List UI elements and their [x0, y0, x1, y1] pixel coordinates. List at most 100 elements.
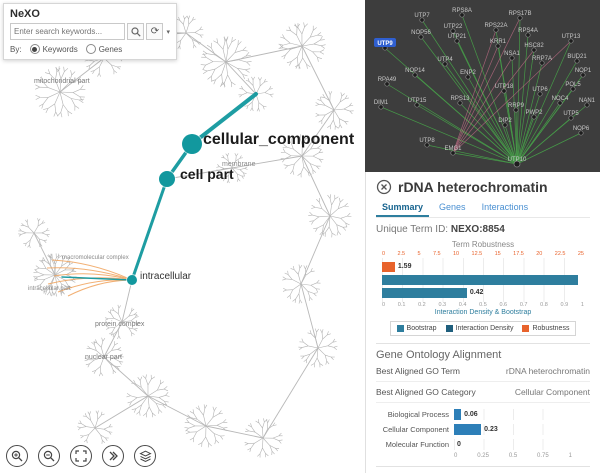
detail-tabs: Summary Genes Interactions [376, 200, 590, 218]
svg-text:NOP6: NOP6 [573, 126, 590, 132]
gene-node-UTP4[interactable]: UTP4 [437, 57, 453, 67]
svg-text:NOP14: NOP14 [405, 68, 425, 74]
double-chevron-icon [109, 451, 118, 461]
search-options-caret-icon[interactable]: ▾ [166, 28, 170, 36]
gene-node-UTP22[interactable]: UTP22 [444, 24, 463, 34]
term-detail-panel: rDNA heterochromatin Summary Genes Inter… [365, 172, 600, 473]
gene-node-NOC4[interactable]: NOC4 [552, 96, 569, 106]
tab-summary[interactable]: Summary [376, 200, 430, 217]
zoom-out-button[interactable] [38, 445, 60, 467]
gene-node-UTP5[interactable]: UTP5 [563, 111, 579, 121]
fit-view-button[interactable] [70, 445, 92, 467]
legend-bootstrap: Bootstrap [396, 325, 437, 333]
gene-node-RPS8A[interactable]: RPS8A [452, 8, 472, 18]
search-button[interactable] [127, 23, 145, 40]
gene-node-RPS22A[interactable]: RPS22A [484, 23, 508, 33]
gene-node-UTP9[interactable]: UTP9 [374, 38, 396, 51]
gene-node-RPA49[interactable]: RPA49 [378, 77, 397, 87]
gene-node-UTP21[interactable]: UTP21 [448, 34, 467, 44]
gene-node-EMG1[interactable]: EMG1 [444, 146, 462, 156]
svg-text:UTP8: UTP8 [419, 138, 435, 144]
tab-interactions[interactable]: Interactions [481, 202, 529, 212]
svg-text:RPS22A: RPS22A [484, 23, 507, 29]
svg-text:DIP2: DIP2 [498, 118, 512, 124]
gene-node-RPS17B[interactable]: RPS17B [508, 11, 532, 21]
gene-node-RRP9[interactable]: RRP9 [508, 103, 525, 113]
tree-label-cell-part[interactable]: cell part [180, 166, 234, 182]
search-input[interactable] [10, 23, 126, 40]
tab-genes[interactable]: Genes [439, 202, 466, 212]
svg-text:UTP7: UTP7 [414, 13, 430, 19]
svg-text:RPA49: RPA49 [378, 77, 397, 83]
robustness-axis-label: Interaction Density & Bootstrap [434, 309, 532, 317]
gene-node-UTP13[interactable]: UTP13 [562, 34, 581, 44]
gene-network-canvas[interactable]: UTP7 RPS8A RPS17B UTP22 RPS22A RPS4A UTP13 NOP5… [365, 0, 600, 172]
gene-node-RPS13[interactable]: RPS13 [450, 96, 470, 106]
go-term-row: Best Aligned GO Term rDNA heterochromati… [376, 361, 590, 383]
radio-keywords[interactable]: Keywords [29, 44, 78, 54]
tree-label-macromolecular-complex[interactable]: macromolecular complex [62, 255, 129, 261]
gene-node-NOP14[interactable]: NOP14 [405, 68, 425, 78]
gene-node-UTP8[interactable]: UTP8 [419, 138, 435, 148]
svg-text:NOP56: NOP56 [411, 30, 431, 36]
reset-search-button[interactable]: ⟳ [146, 23, 164, 40]
gene-node-POL5[interactable]: POL5 [565, 82, 581, 92]
gene-node-BUD21[interactable]: BUD21 [567, 54, 587, 64]
svg-text:EMG1: EMG1 [444, 146, 462, 152]
gene-node-RPS4A[interactable]: RPS4A [518, 28, 538, 38]
search-icon [131, 26, 141, 37]
gene-node-UTP10[interactable]: UTP10 [508, 157, 527, 168]
go-category-row: Best Aligned GO Category Cellular Compon… [376, 382, 590, 404]
gene-node-NOP1[interactable]: NOP1 [575, 68, 592, 78]
svg-text:RRP9: RRP9 [508, 103, 525, 109]
svg-text:UTP15: UTP15 [408, 98, 427, 104]
tree-node-cellular-component[interactable] [182, 134, 202, 154]
expand-levels-button[interactable] [102, 445, 124, 467]
gene-node-UTP15[interactable]: UTP15 [408, 98, 427, 108]
gene-network-panel[interactable]: UTP7 RPS8A RPS17B UTP22 RPS22A RPS4A UTP13 NOP5… [365, 0, 600, 172]
tree-label-membrane[interactable]: membrane [222, 161, 256, 168]
gene-node-DIP2[interactable]: DIP2 [498, 118, 512, 128]
tree-node-cell-part[interactable] [159, 171, 175, 187]
gene-node-UTP18[interactable]: UTP18 [495, 84, 514, 94]
tree-label-mitochondrial-part[interactable]: mitochondrial part [34, 78, 90, 85]
term-title: rDNA heterochromatin [398, 179, 548, 195]
gene-node-ENP2[interactable]: ENP2 [460, 70, 476, 80]
close-icon[interactable] [376, 179, 392, 195]
gene-node-NSA1[interactable]: NSA1 [504, 51, 520, 61]
svg-text:RPS8A: RPS8A [452, 8, 472, 14]
gene-node-NOP6[interactable]: NOP6 [573, 126, 590, 136]
svg-text:NAN1: NAN1 [579, 98, 596, 104]
tree-label-nuclear-part[interactable]: nuclear part [85, 354, 122, 361]
zoom-in-button[interactable] [6, 445, 28, 467]
gene-node-NOP56[interactable]: NOP56 [411, 30, 431, 40]
term-id-value: NEXO:8854 [450, 224, 505, 235]
gene-node-PWP2[interactable]: PWP2 [525, 110, 543, 120]
gene-node-UTP6[interactable]: UTP6 [532, 87, 548, 97]
svg-text:UTP5: UTP5 [563, 111, 579, 117]
layers-button[interactable] [134, 445, 156, 467]
tree-label-intracellular-part[interactable]: intracellular part [28, 286, 71, 292]
gene-node-DIM1[interactable]: DIM1 [374, 100, 389, 110]
tree-label-protein-complex[interactable]: protein complex [95, 321, 145, 328]
svg-text:NOP1: NOP1 [575, 68, 592, 74]
tree-node-intracellular[interactable] [127, 275, 137, 285]
tree-label-intracellular[interactable]: intracellular [140, 271, 192, 282]
tree-label-cellular-component[interactable]: cellular_component [203, 131, 355, 148]
ontology-tree-canvas[interactable] [0, 0, 365, 473]
gene-node-RRP7A[interactable]: RRP7A [532, 56, 552, 66]
svg-text:UTP21: UTP21 [448, 34, 467, 40]
svg-text:UTP22: UTP22 [444, 24, 463, 30]
gene-node-HSC82[interactable]: HSC82 [524, 43, 544, 53]
radio-genes[interactable]: Genes [85, 44, 122, 54]
gene-node-UTP7[interactable]: UTP7 [414, 13, 430, 23]
gene-node-KRR1[interactable]: KRR1 [490, 39, 507, 49]
gene-node-NAN1[interactable]: NAN1 [579, 98, 596, 108]
svg-text:UTP6: UTP6 [532, 87, 548, 93]
